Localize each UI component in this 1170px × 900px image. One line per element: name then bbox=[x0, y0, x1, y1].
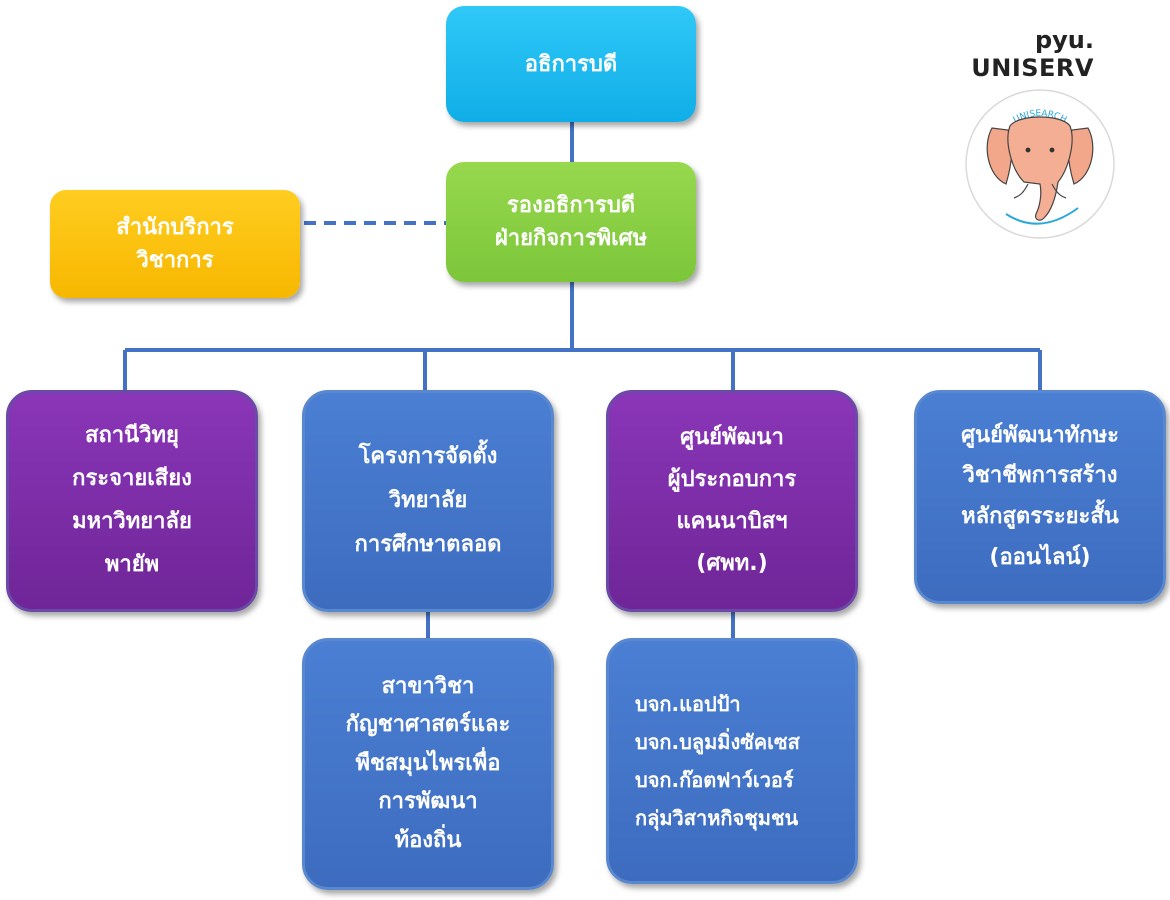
company-list-item-1: บจก.แอปป้า bbox=[635, 692, 741, 716]
node-cannabis-line-5: ท้องถิ่น bbox=[394, 827, 462, 853]
node-entrepreneur-line-3: แคนนาบิสฯ bbox=[676, 509, 788, 534]
logo-bottom-arc bbox=[1005, 207, 1079, 225]
brand-line-2: UNISERV bbox=[971, 54, 1094, 82]
node-vice-president: รองอธิการบดี ฝ่ายกิจการพิเศษ bbox=[446, 162, 696, 282]
elephant-icon bbox=[986, 116, 1094, 221]
brand-line-1: pyu. bbox=[1034, 26, 1094, 54]
node-cannabis-line-2: กัญชาศาสตร์และ bbox=[345, 712, 511, 738]
node-academic-line-1: สำนักบริการ bbox=[116, 215, 234, 240]
node-skills-center: ศูนย์พัฒนาทักษะ วิชาชีพการสร้าง หลักสูตร… bbox=[914, 390, 1166, 604]
node-president-line: อธิการบดี bbox=[524, 51, 618, 77]
company-list-item-4: กลุ่มวิสาหกิจชุมชน bbox=[635, 806, 799, 830]
node-skills-line-1: ศูนย์พัฒนาทักษะ bbox=[961, 422, 1119, 448]
company-list-item-3: บจก.ก๊อตฟาว์เวอร์ bbox=[635, 768, 794, 792]
node-radio-line-1: สถานีวิทยุ bbox=[85, 423, 179, 449]
node-college-line-3: การศึกษาตลอด bbox=[354, 532, 502, 557]
node-entrepreneur-line-1: ศูนย์พัฒนา bbox=[680, 425, 784, 451]
node-radio-station: สถานีวิทยุ กระจายเสียง มหาวิทยาลัย พายัพ bbox=[6, 390, 258, 612]
node-entrepreneur-line-2: ผู้ประกอบการ bbox=[667, 467, 797, 493]
brand-text: pyu. UNISERV bbox=[971, 26, 1094, 82]
node-radio-line-3: มหาวิทยาลัย bbox=[72, 509, 192, 534]
node-skills-line-2: วิชาชีพการสร้าง bbox=[962, 463, 1118, 489]
node-college-line-2: วิทยาลัย bbox=[388, 488, 468, 513]
node-president: อธิการบดี bbox=[446, 6, 696, 122]
unisearch-elephant-logo: UNISEARCH bbox=[965, 89, 1115, 239]
node-vp-line-1: รองอธิการบดี bbox=[506, 193, 636, 218]
node-cannabis-line-4: การพัฒนา bbox=[378, 789, 478, 815]
node-entrepreneur-line-4: (ศพท.) bbox=[696, 550, 768, 576]
node-radio-line-4: พายัพ bbox=[104, 551, 160, 577]
node-skills-line-4: (ออนไลน์) bbox=[989, 544, 1091, 570]
node-vp-line-2: ฝ่ายกิจการพิเศษ bbox=[494, 226, 648, 251]
node-college-line-1: โครงการจัดตั้ง bbox=[358, 444, 498, 469]
node-cannabis-line-3: พืชสมุนไพรเพื่อ bbox=[355, 750, 501, 776]
node-cannabis-program: สาขาวิชา กัญชาศาสตร์และ พืชสมุนไพรเพื่อ … bbox=[302, 638, 554, 890]
node-academic-line-2: วิชาการ bbox=[136, 248, 214, 273]
node-cannabis-line-1: สาขาวิชา bbox=[381, 673, 475, 699]
node-cannabis-entrepreneur-center: ศูนย์พัฒนา ผู้ประกอบการ แคนนาบิสฯ (ศพท.) bbox=[606, 390, 858, 612]
node-skills-line-3: หลักสูตรระยะสั้น bbox=[961, 504, 1119, 529]
node-radio-line-2: กระจายเสียง bbox=[72, 466, 192, 492]
node-college-project: โครงการจัดตั้ง วิทยาลัย การศึกษาตลอด bbox=[302, 390, 554, 612]
node-partner-companies: บจก.แอปป้า บจก.บลูมมิ่งซัคเซส บจก.ก๊อตฟา… bbox=[606, 638, 858, 884]
company-list-item-2: บจก.บลูมมิ่งซัคเซส bbox=[635, 730, 800, 754]
node-academic-service: สำนักบริการ วิชาการ bbox=[50, 190, 300, 298]
